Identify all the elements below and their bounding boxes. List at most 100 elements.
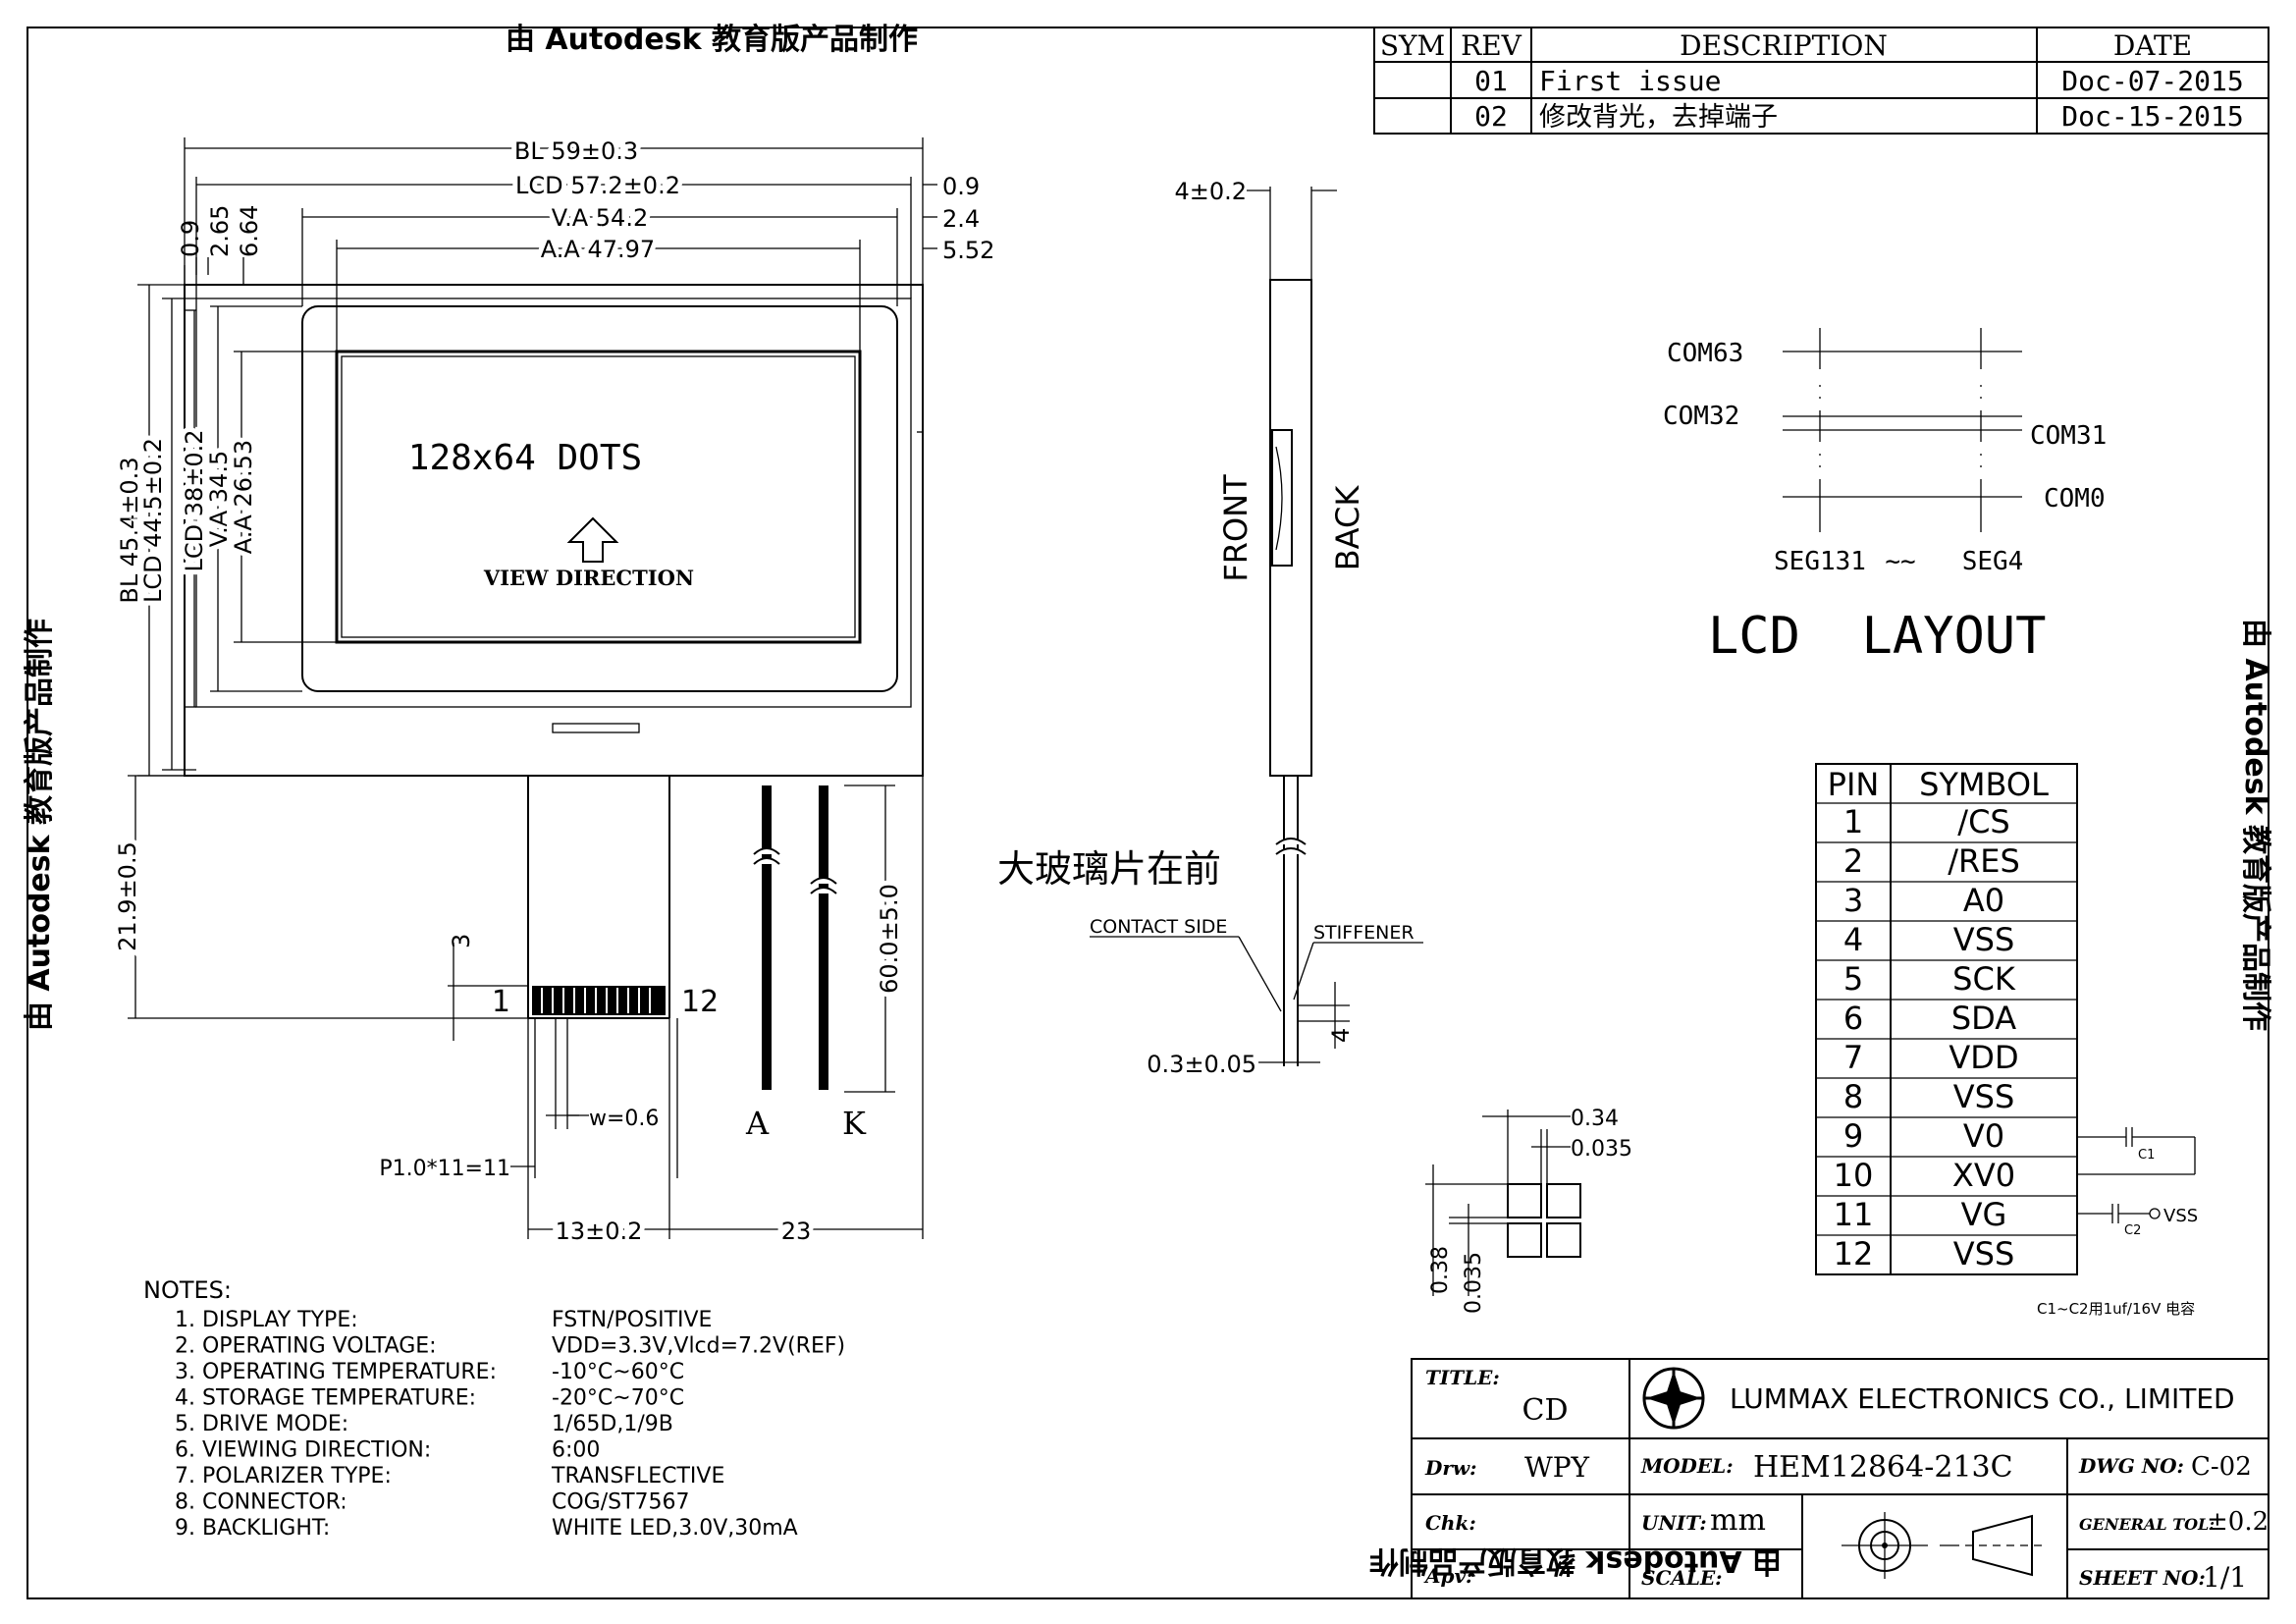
note-value: 1/65D,1/9B <box>552 1412 673 1436</box>
note-value: VDD=3.3V,Vlcd=7.2V(REF) <box>552 1334 845 1359</box>
cap-note: C1~C2用1uf/16V 电容 <box>2037 1300 2195 1318</box>
pin-number: 12 <box>1834 1235 1874 1272</box>
projection-symbol-icon <box>1842 1512 2044 1579</box>
apv-label: Apv: <box>1423 1564 1473 1588</box>
pin-symbol: VSS <box>1953 1235 2015 1272</box>
dot-dim-3: 0.38 <box>1428 1246 1453 1294</box>
pin-number: 8 <box>1843 1078 1863 1115</box>
note-value: -20°C~70°C <box>552 1386 684 1411</box>
note-label: 8. CONNECTOR: <box>175 1490 347 1515</box>
pin-number: 9 <box>1843 1117 1863 1155</box>
watermark-top: 由 Autodesk 教育版产品制作 <box>506 23 918 57</box>
rev-row-1-date: Doc-07-2015 <box>2061 65 2243 97</box>
viewing-area <box>301 305 898 692</box>
dim-va-width: V.A 54.2 <box>552 204 648 232</box>
active-area-inner <box>341 355 856 638</box>
rev-row-1-rev: 01 <box>1474 65 1508 97</box>
title-value: CD <box>1522 1393 1568 1428</box>
pin-number: 11 <box>1834 1196 1874 1233</box>
backlight-outline <box>184 284 924 777</box>
view-direction-label: VIEW DIRECTION <box>483 566 694 590</box>
pin-symbol: SDA <box>1951 1000 2016 1037</box>
dim-left-top-3: 6.64 <box>236 205 263 257</box>
dim-tail-small: 3 <box>448 934 475 948</box>
pin-symbol: A0 <box>1963 882 2004 919</box>
pin-table-header-symbol: SYMBOL <box>1919 766 2049 803</box>
pin-symbol: /CS <box>1957 803 2009 840</box>
dim-pin-width: w=0.6 <box>589 1107 659 1131</box>
note-value: WHITE LED,3.0V,30mA <box>552 1516 798 1541</box>
tol-value: ±0.2 <box>2207 1507 2269 1537</box>
pin-1-label: 1 <box>492 985 510 1019</box>
rev-row-2-description: 修改背光，去掉端子 <box>1539 102 1778 133</box>
front-view: 128x64 DOTS VIEW DIRECTION BL 59±0.3 LCD… <box>109 133 994 1250</box>
note-label: 3. OPERATING TEMPERATURE: <box>175 1360 497 1384</box>
chk-label: Chk: <box>1425 1511 1476 1535</box>
dim-lcd-width: LCD 57.2±0.2 <box>515 172 680 199</box>
pin-symbol: V0 <box>1963 1117 2004 1155</box>
display-text: 128x64 DOTS <box>408 438 642 478</box>
note-label: 9. BACKLIGHT: <box>175 1516 330 1541</box>
pin-number: 6 <box>1843 1000 1863 1037</box>
side-note-cn: 大玻璃片在前 <box>997 847 1221 891</box>
dot-dim-4: 0.035 <box>1462 1252 1486 1314</box>
dim-lcd38-height: LCD 38±0.2 <box>181 429 208 571</box>
seg-separator: ~~ <box>1885 547 1915 576</box>
rev-header-sym: SYM <box>1380 29 1445 62</box>
note-label: 5. DRIVE MODE: <box>175 1412 348 1436</box>
dwg-value: C-02 <box>2191 1452 2252 1482</box>
side-view: 4±0.2 FRONT BACK 大玻璃片在前 CONTACT SIDE STI… <box>997 178 1423 1078</box>
pin-12-label: 12 <box>681 985 719 1019</box>
pin-number: 7 <box>1843 1039 1863 1076</box>
tol-label: GENERAL TOL: <box>2079 1515 2215 1534</box>
connector-slot <box>552 723 640 733</box>
revision-table: SYM REV DESCRIPTION DATE 01 First issue … <box>1373 27 2269 135</box>
title-block: TITLE: CD LUMMAX ELECTRONICS CO., LIMITE… <box>1411 1358 2269 1599</box>
dim-fpc-width: 13±0.2 <box>556 1218 643 1245</box>
note-label: 2. OPERATING VOLTAGE: <box>175 1334 437 1359</box>
dim-aa-width: A.A 47.97 <box>541 236 655 263</box>
dim-right-1: 0.9 <box>942 173 980 200</box>
note-label: 4. STORAGE TEMPERATURE: <box>175 1386 476 1411</box>
pin-symbol: /RES <box>1948 842 2020 880</box>
pin-number: 2 <box>1843 842 1863 880</box>
dot-dim-1: 0.34 <box>1571 1107 1619 1131</box>
pin-number: 1 <box>1843 803 1863 840</box>
side-dim-top: 4±0.2 <box>1174 178 1247 205</box>
vss-terminal-label: VSS <box>2163 1206 2198 1226</box>
note-value: -10°C~60°C <box>552 1360 684 1384</box>
company-logo-icon <box>1642 1367 1705 1430</box>
side-front-label: FRONT <box>1217 474 1255 582</box>
pin-table-header-pin: PIN <box>1828 766 1880 803</box>
pin-number: 10 <box>1834 1157 1874 1194</box>
pin-symbol: XV0 <box>1952 1157 2015 1194</box>
pin-symbol: VSS <box>1953 921 2015 958</box>
model-label: MODEL: <box>1640 1454 1734 1478</box>
com32-label: COM32 <box>1663 402 1739 431</box>
pin-symbol: VSS <box>1953 1078 2015 1115</box>
dim-right-3: 5.52 <box>942 237 994 264</box>
watermark-left: 由 Autodesk 教育版产品制作 <box>23 619 57 1031</box>
com31-label: COM31 <box>2030 421 2107 451</box>
dim-aa-height: A.A 26.53 <box>230 440 257 554</box>
dot-detail: 0.34 0.035 0.38 0.035 <box>1425 1107 1632 1314</box>
note-label: 1. DISPLAY TYPE: <box>175 1308 358 1332</box>
dim-bl-width: BL 59±0.3 <box>514 137 638 165</box>
scale-label: SCALE: <box>1641 1566 1723 1590</box>
dim-tail-length: 21.9±0.5 <box>114 841 141 951</box>
dim-left-top-1: 0.9 <box>177 220 204 257</box>
pin-symbol: VDD <box>1949 1039 2018 1076</box>
model-value: HEM12864-213C <box>1753 1450 2013 1485</box>
note-value: COG/ST7567 <box>552 1490 690 1515</box>
company-name: LUMMAX ELECTRONICS CO., LIMITED <box>1730 1382 2235 1415</box>
dim-left-top-2: 2.65 <box>206 205 234 257</box>
dim-pin-pitch: P1.0*11=11 <box>379 1157 510 1181</box>
lead-k-label: K <box>842 1105 867 1142</box>
drw-label: Drw: <box>1424 1456 1476 1480</box>
cap-c1-label: C1 <box>2138 1148 2155 1163</box>
rev-header-date: DATE <box>2113 29 2192 62</box>
dim-bl-height: BL 45.4±0.3 <box>116 457 143 603</box>
note-value: TRANSFLECTIVE <box>551 1464 724 1489</box>
fpc-pads <box>532 986 666 1015</box>
